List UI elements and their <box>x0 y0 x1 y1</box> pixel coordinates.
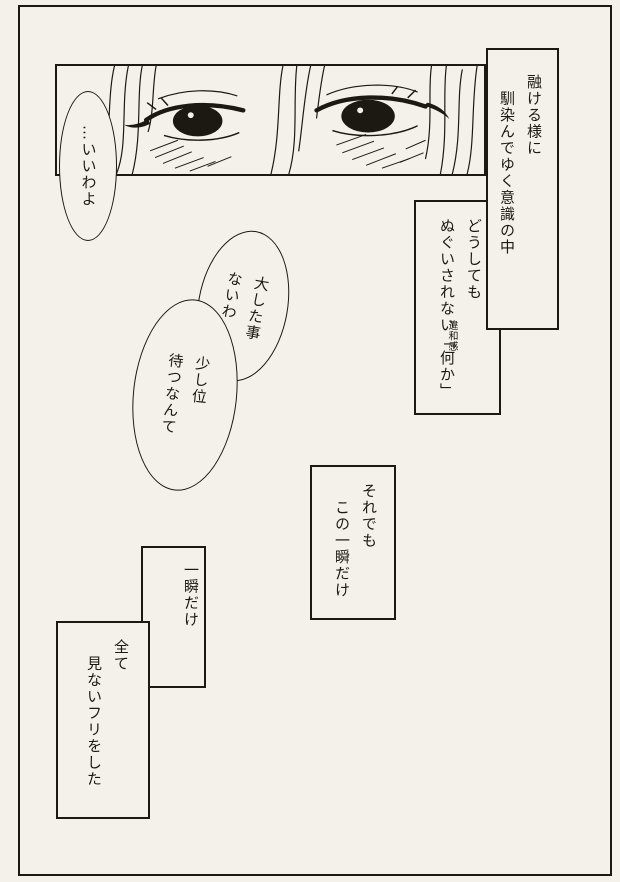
caption-something-text: どうしても ぬぐいされない「何か」 <box>438 218 483 400</box>
hair-strands <box>99 66 478 174</box>
right-eye <box>314 84 450 169</box>
speech-text-waiting: 少し位 待つなんて <box>158 351 213 436</box>
caption-melting-text: 融ける様に 馴染んでゆく意識の中 <box>498 74 543 256</box>
caption-one-moment-panel: 一瞬だけ <box>141 546 206 688</box>
caption-one-moment-text: 一瞬だけ <box>182 562 200 628</box>
page-border-frame <box>18 5 612 876</box>
caption-even-so-text: それでも この一瞬だけ <box>333 483 378 599</box>
caption-melting-panel: 融ける様に 馴染んでゆく意識の中 <box>486 48 559 330</box>
speech-bubble-its-fine: …いいわよ <box>59 91 117 241</box>
caption-pretended-panel: 全て 見ないフリをした <box>56 621 150 819</box>
caption-even-so-panel: それでも この一瞬だけ <box>310 465 396 620</box>
eyes-panel <box>55 64 486 176</box>
eyes-artwork <box>99 66 478 174</box>
caption-pretended-text: 全て 見ないフリをした <box>85 639 130 788</box>
speech-text-its-fine: …いいわよ <box>79 124 98 208</box>
caption-something-gloss: 違和感 <box>446 320 457 352</box>
left-eye <box>124 90 246 172</box>
